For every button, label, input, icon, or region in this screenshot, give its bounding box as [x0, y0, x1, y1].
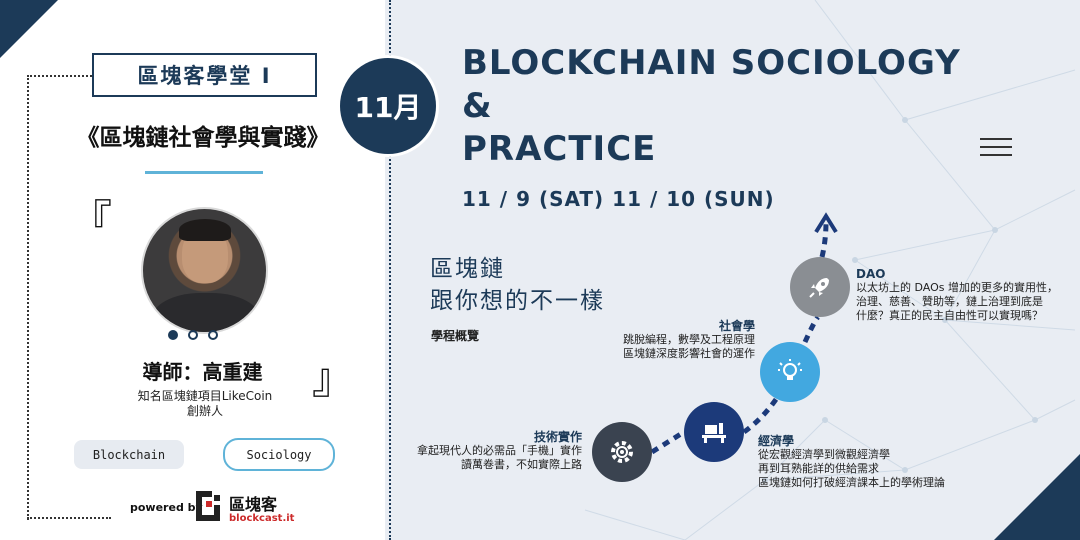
step-text-economics-3: 區塊鏈如何打破經濟課本上的學術理論 [758, 476, 945, 489]
logo-text-cn: 區塊客 [229, 495, 278, 514]
lightbulb-icon [778, 359, 802, 380]
corner-decoration-bottom-right [994, 454, 1080, 540]
step-node-sociology[interactable] [760, 342, 820, 402]
quote-bracket-open: 『 [70, 196, 113, 245]
carousel-dot-3[interactable] [208, 330, 218, 340]
step-label-tech: 技術實作 拿起現代人的必需品「手機」實作 讀萬卷書，不如實際上路 [412, 430, 582, 472]
english-title-line2: & [462, 86, 493, 126]
step-label-economics: 經濟學 從宏觀經濟學到微觀經濟學 再到耳熟能詳的供給需求 區塊鏈如何打破經濟課本… [758, 434, 988, 490]
mentor-name: 導師：高重建 [142, 360, 263, 384]
dotted-frame-left [27, 75, 29, 520]
step-text-tech-2: 讀萬卷書，不如實際上路 [461, 458, 582, 471]
rocket-icon [809, 278, 829, 298]
step-text-sociology-2: 區塊鏈深度影響社會的運作 [623, 347, 755, 360]
event-dates: 11 / 9 (SAT) 11 / 10 (SUN) [462, 187, 775, 211]
dotted-divider [389, 0, 391, 540]
step-label-dao: DAO 以太坊上的 DAOs 增加的更多的實用性， 治理、慈善、贊助等，鏈上治理… [856, 267, 1076, 323]
english-title: BLOCKCHAIN SOCIOLOGY & PRACTICE [462, 42, 961, 171]
hamburger-menu-icon[interactable] [980, 138, 1012, 158]
logo-text-en: blockcast.it [229, 513, 295, 524]
carousel-dot-1[interactable] [168, 330, 178, 340]
powered-by-label: powered by [130, 501, 203, 514]
program-overview-label: 學程概覽 [431, 329, 480, 343]
mentor-desc-line1: 知名區塊鏈項目LikeCoin [137, 389, 273, 403]
step-title-dao: DAO [856, 267, 886, 281]
quote-bracket-close: 』 [312, 354, 355, 403]
chinese-heading-line2: 跟你想的不一樣 [430, 288, 605, 314]
step-text-dao-3: 什麼？真正的民主自由性可以實現嗎？ [856, 309, 1043, 322]
chinese-heading-line1: 區塊鏈 [430, 256, 505, 282]
chinese-heading: 區塊鏈 跟你想的不一樣 [430, 253, 605, 317]
dotted-frame-bottom [27, 517, 111, 519]
mentor-description: 知名區塊鏈項目LikeCoin 創辦人 [110, 389, 300, 419]
mentor-desc-line2: 創辦人 [186, 404, 223, 418]
step-text-economics-2: 再到耳熟能詳的供給需求 [758, 462, 879, 475]
step-node-economics[interactable] [684, 402, 744, 462]
mentor-avatar [141, 207, 268, 334]
corner-decoration-top-left [0, 0, 58, 58]
tag-sociology[interactable]: Sociology [223, 438, 335, 471]
step-label-sociology: 社會學 跳脫編程，數學及工程原理 區塊鏈深度影響社會的運作 [590, 319, 755, 361]
step-text-dao-2: 治理、慈善、贊助等，鏈上治理到底是 [856, 295, 1043, 308]
accent-divider [145, 171, 263, 174]
tag-blockchain[interactable]: Blockchain [74, 440, 184, 469]
month-badge: 11月 [340, 58, 436, 154]
course-subtitle: 《區塊鏈社會學與實踐》 [76, 125, 330, 151]
step-text-dao-1: 以太坊上的 DAOs 增加的更多的實用性， [856, 281, 1058, 294]
step-title-tech: 技術實作 [533, 430, 582, 444]
blockcast-logo-mark-icon [196, 491, 226, 521]
carousel-dots [168, 330, 218, 340]
gear-icon [611, 441, 633, 463]
step-text-sociology-1: 跳脫編程，數學及工程原理 [623, 333, 755, 346]
step-title-economics: 經濟學 [758, 434, 795, 448]
step-text-tech-1: 拿起現代人的必需品「手機」實作 [417, 444, 582, 457]
step-node-dao[interactable] [790, 257, 850, 317]
dotted-frame-top [27, 75, 95, 77]
blockcast-logo[interactable]: 區塊客 blockcast.it [196, 491, 294, 529]
english-title-line3: PRACTICE [462, 129, 657, 169]
carousel-dot-2[interactable] [188, 330, 198, 340]
english-title-line1: BLOCKCHAIN SOCIOLOGY [462, 43, 961, 83]
step-title-sociology: 社會學 [718, 319, 755, 333]
desk-icon [702, 423, 726, 443]
step-text-economics-1: 從宏觀經濟學到微觀經濟學 [758, 448, 890, 461]
course-title: 區塊客學堂 Ⅰ [92, 53, 317, 97]
step-node-tech[interactable] [592, 422, 652, 482]
